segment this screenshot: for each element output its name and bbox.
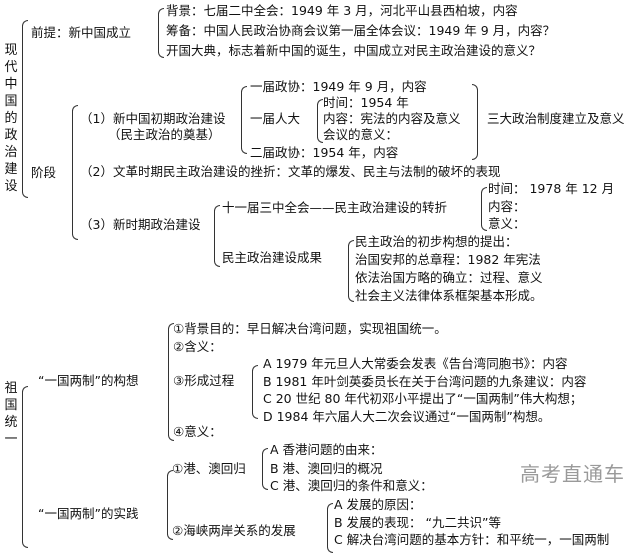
process-item: C 20 世纪 80 年代初邓小平提出了“一国两制”伟大构想；	[263, 391, 583, 406]
brace	[22, 20, 28, 198]
hkm-item: C 港、澳回归的条件和意义：	[270, 478, 433, 493]
npc1-label: 一届人大	[250, 111, 301, 126]
stage3-label: （3）新时期政治建设	[80, 217, 201, 232]
achievement-item: 社会主义法律体系框架基本形成。	[355, 288, 543, 303]
brace	[241, 86, 247, 154]
plenum: 十一届三中全会——民主政治建设的转折	[222, 200, 448, 215]
concept-label: “一国两制”的构想	[38, 373, 139, 388]
npc1-item: 内容：宪法的内容及意义	[323, 111, 461, 126]
process-item: D 1984 年六届人大二次会议通过“一国两制”构想。	[263, 409, 551, 424]
hkm-item: B 港、澳回归的概况	[270, 461, 383, 476]
plenum-item: 时间： 1978 年 12 月	[488, 181, 615, 196]
brace	[327, 503, 333, 553]
stage2: （2）文革时期民主政治建设的挫折：文革的爆发、民主与法制的破坏的表现	[80, 164, 501, 179]
brace	[317, 99, 323, 143]
brace	[158, 8, 164, 58]
concept-item: ①背景目的：早日解决台湾问题，实现祖国统一。	[173, 321, 447, 336]
achievement-item: 民主政治的初步构想的提出：	[355, 234, 518, 249]
cppcc2: 二届政协：1954 年，内容	[250, 145, 399, 160]
brace	[167, 470, 173, 540]
plenum-item: 内容：	[488, 199, 526, 214]
hkm-item: A 香港问题的由来：	[270, 442, 383, 457]
process-item: A 1979 年元旦人大常委会发表《告台湾同胞书》：内容	[263, 356, 568, 371]
practice-label: “一国两制”的实践	[38, 506, 139, 521]
three-systems: 三大政治制度建立及意义	[487, 111, 625, 126]
brace	[348, 240, 354, 302]
achievements: 民主政治建设成果	[222, 250, 323, 265]
brace	[72, 105, 78, 240]
premise-item: 筹备：中国人民政治协商会议第一届全体会议：1949 年 9 月，内容？	[166, 23, 556, 38]
strait-item: B 发展的表现： “九二共识”等	[334, 515, 501, 530]
brace	[262, 448, 268, 490]
brace	[214, 205, 220, 267]
hkm-label: ①港、澳回归	[172, 461, 246, 476]
concept-item: ③形成过程	[173, 373, 235, 388]
part2-title: 祖国统一	[4, 381, 18, 447]
premise-item: 开国大典，标志着新中国的诞生，中国成立对民主政治建设的意义？	[166, 43, 542, 58]
stage1-sub: （民主政治的奠基）	[108, 127, 221, 142]
plenum-item: 意义：	[488, 216, 526, 231]
concept-item: ④意义：	[173, 424, 222, 439]
premise-item: 背景：七届二中全会：1949 年 3 月，河北平山县西柏坡，内容	[166, 3, 518, 18]
watermark: 高考直通车	[520, 462, 625, 486]
npc1-item: 会议的意义：	[323, 127, 399, 142]
strait-item: A 发展的原因：	[334, 497, 422, 512]
right-brace	[472, 84, 478, 160]
achievement-item: 依法治国方略的确立：过程、意义	[355, 270, 543, 285]
process-item: B 1981 年叶剑英委员长在关于台湾问题的九条建议：内容	[263, 374, 587, 389]
brace	[481, 187, 487, 231]
part1-title: 现代中国的政治建设	[4, 43, 18, 194]
brace	[22, 386, 28, 548]
concept-item: ②含义：	[173, 339, 222, 354]
npc1-item: 时间：1954 年	[323, 95, 409, 110]
stage1-label: （1）新中国初期政治建设	[80, 111, 226, 126]
achievement-item: 治国安邦的总章程：1982 年宪法	[355, 252, 541, 267]
premise-label: 前提：新中国成立	[31, 25, 132, 40]
stage-label: 阶段	[31, 165, 57, 180]
strait-label: ②海峡两岸关系的发展	[172, 523, 296, 538]
brace	[252, 365, 258, 419]
cppcc1: 一届政协：1949 年 9 月，内容	[250, 79, 427, 94]
brace	[168, 323, 174, 441]
strait-item: C 解决台湾问题的基本方针：和平统一，一国两制	[334, 532, 610, 547]
